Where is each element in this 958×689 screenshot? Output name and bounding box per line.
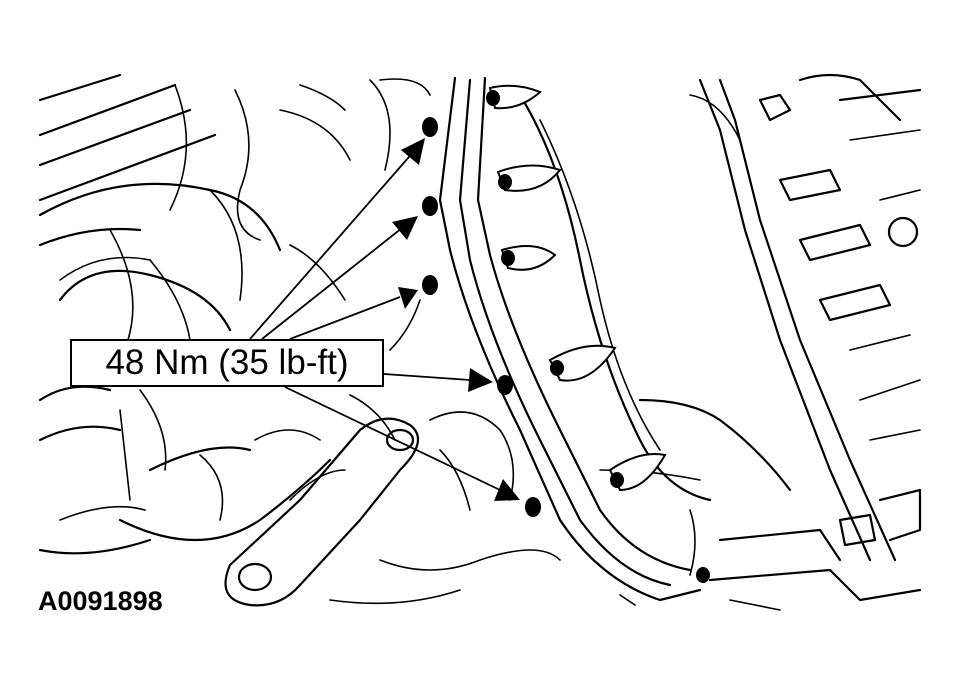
torque-spec-label: 48 Nm (35 lb-ft) bbox=[105, 343, 349, 382]
arrowhead-icon bbox=[494, 479, 520, 501]
bolt-icon bbox=[498, 174, 512, 190]
leader-line bbox=[383, 373, 471, 381]
bolt-icon bbox=[497, 375, 513, 395]
torque-callout-box: 48 Nm (35 lb-ft) bbox=[70, 339, 384, 387]
leader-line bbox=[284, 386, 501, 491]
pan-bolts bbox=[422, 90, 710, 583]
arrowhead-icon bbox=[398, 287, 418, 309]
background-engine-structure bbox=[38, 73, 561, 607]
arrowhead-icon bbox=[468, 368, 493, 392]
bolt-icon bbox=[422, 196, 438, 216]
bolt-icon bbox=[550, 360, 564, 376]
leader-line bbox=[289, 296, 401, 340]
bolt-icon bbox=[501, 250, 515, 266]
figure-id-label: A0091898 bbox=[38, 586, 163, 616]
leader-line bbox=[249, 149, 416, 340]
bolt-icon bbox=[422, 117, 438, 137]
bolt-icon bbox=[525, 497, 541, 517]
callout-leader-arrows bbox=[249, 138, 520, 501]
pan-bolt-bosses bbox=[488, 84, 667, 492]
transmission-pan-outline bbox=[438, 73, 922, 611]
arrowhead-icon bbox=[392, 216, 418, 240]
arrowhead-icon bbox=[401, 138, 425, 165]
bolt-icon bbox=[486, 90, 500, 106]
bolt-icon bbox=[422, 275, 438, 295]
bolt-icon bbox=[696, 567, 710, 583]
bolt-icon bbox=[610, 472, 624, 488]
leader-line bbox=[261, 227, 403, 340]
